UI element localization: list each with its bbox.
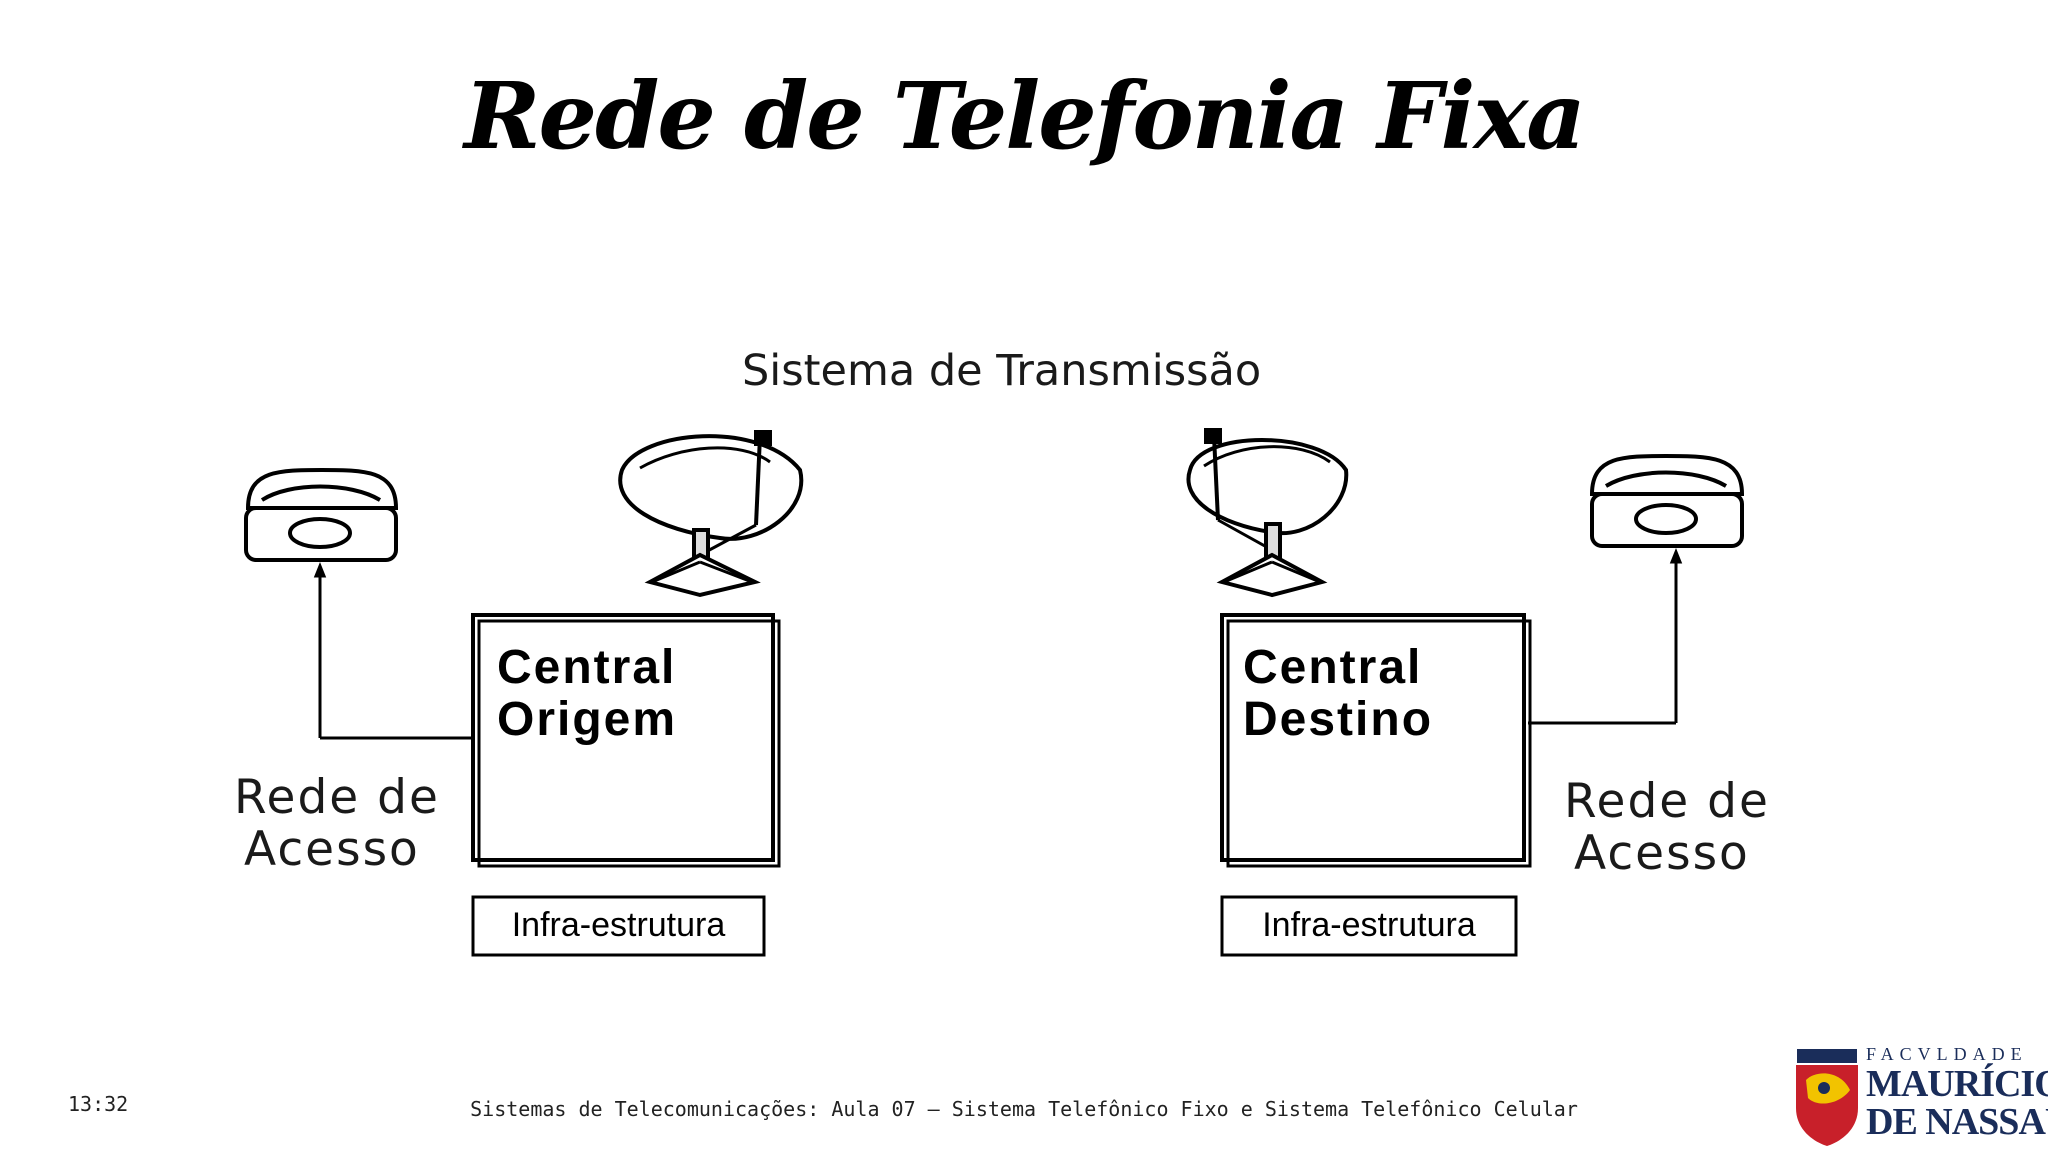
telephone-icon xyxy=(244,467,399,562)
satellite-dish-icon xyxy=(1186,428,1349,598)
logo-mauricio: MAURÍCIO xyxy=(1866,1063,2048,1105)
central-origem-label: Central Origem xyxy=(497,642,677,746)
rede-left-line1: Rede de xyxy=(234,770,440,825)
central-origem-line1: Central xyxy=(497,641,677,694)
infra-box-left xyxy=(471,895,766,957)
satellite-dish-icon xyxy=(618,430,804,598)
logo-facvldade: FACVLDADE xyxy=(1866,1044,2028,1064)
telephone-icon xyxy=(1589,453,1745,548)
rede-acesso-right-label: Rede de Acesso xyxy=(1564,776,1770,880)
rede-right-line1: Rede de xyxy=(1564,774,1770,829)
logo-nassau: DE NASSAU xyxy=(1866,1101,2048,1143)
central-destino-line1: Central xyxy=(1243,641,1423,694)
central-origem-line2: Origem xyxy=(497,693,678,746)
central-destino-box xyxy=(1220,613,1532,868)
transmission-label: Sistema de Transmissão xyxy=(742,346,1262,396)
access-line-left xyxy=(313,561,474,740)
slide-title: Rede de Telefonia Fixa xyxy=(464,62,1586,170)
infra-estrutura-right: Infra-estrutura xyxy=(1262,906,1476,944)
central-destino-label: Central Destino xyxy=(1243,642,1433,746)
access-line-right xyxy=(1528,547,1683,725)
footer-time: 13:32 xyxy=(68,1092,129,1116)
infra-estrutura-left: Infra-estrutura xyxy=(511,906,726,944)
footer-text: Sistemas de Telecomunicações: Aula 07 – … xyxy=(470,1097,1578,1121)
rede-left-line2: Acesso xyxy=(244,822,420,877)
rede-acesso-left-label: Rede de Acesso xyxy=(234,772,440,876)
logo-shield xyxy=(1796,1049,1858,1146)
infra-box-right xyxy=(1220,895,1518,957)
rede-right-line2: Acesso xyxy=(1574,826,1750,881)
central-destino-line2: Destino xyxy=(1243,693,1434,746)
